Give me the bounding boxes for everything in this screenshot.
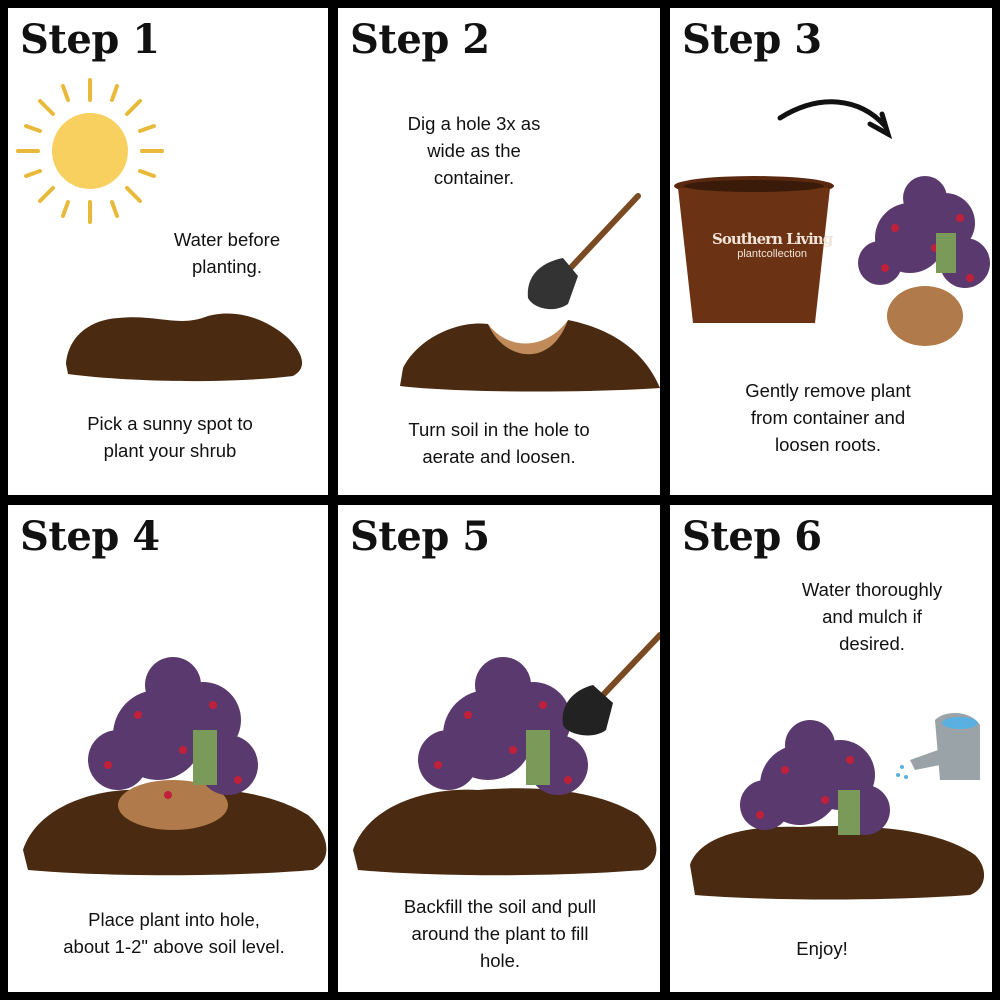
step-4-panel: Step 4 Place plant into hole,about 1-2" … (8, 505, 328, 992)
step-6-instruction: Enjoy! (796, 938, 848, 959)
step-title: Step 4 (20, 513, 160, 560)
step-title: Step 6 (682, 513, 822, 560)
plant-backfilled (353, 657, 657, 876)
step-title: Step 5 (350, 513, 490, 560)
plant-in-soil (23, 657, 327, 876)
step-title: Step 2 (350, 16, 490, 63)
soil-with-hole (400, 320, 660, 392)
step-3-panel: Step 3 Southern Living plantcollection G… (670, 8, 992, 495)
step-title: Step 1 (20, 16, 160, 63)
watering-can-icon (896, 713, 980, 780)
pot-icon (674, 176, 834, 323)
arrow-icon (777, 99, 893, 140)
shovel-icon (562, 632, 660, 736)
soil-mound (66, 313, 303, 382)
shovel-icon (527, 193, 641, 310)
watered-plant (690, 720, 985, 900)
plant-with-rootball (858, 176, 990, 346)
pot-logo: Southern Living plantcollection (712, 230, 833, 260)
step-4-instruction: Place plant into hole,about 1-2" above s… (63, 909, 285, 957)
sun-icon (16, 78, 164, 224)
step-title: Step 3 (682, 16, 822, 63)
